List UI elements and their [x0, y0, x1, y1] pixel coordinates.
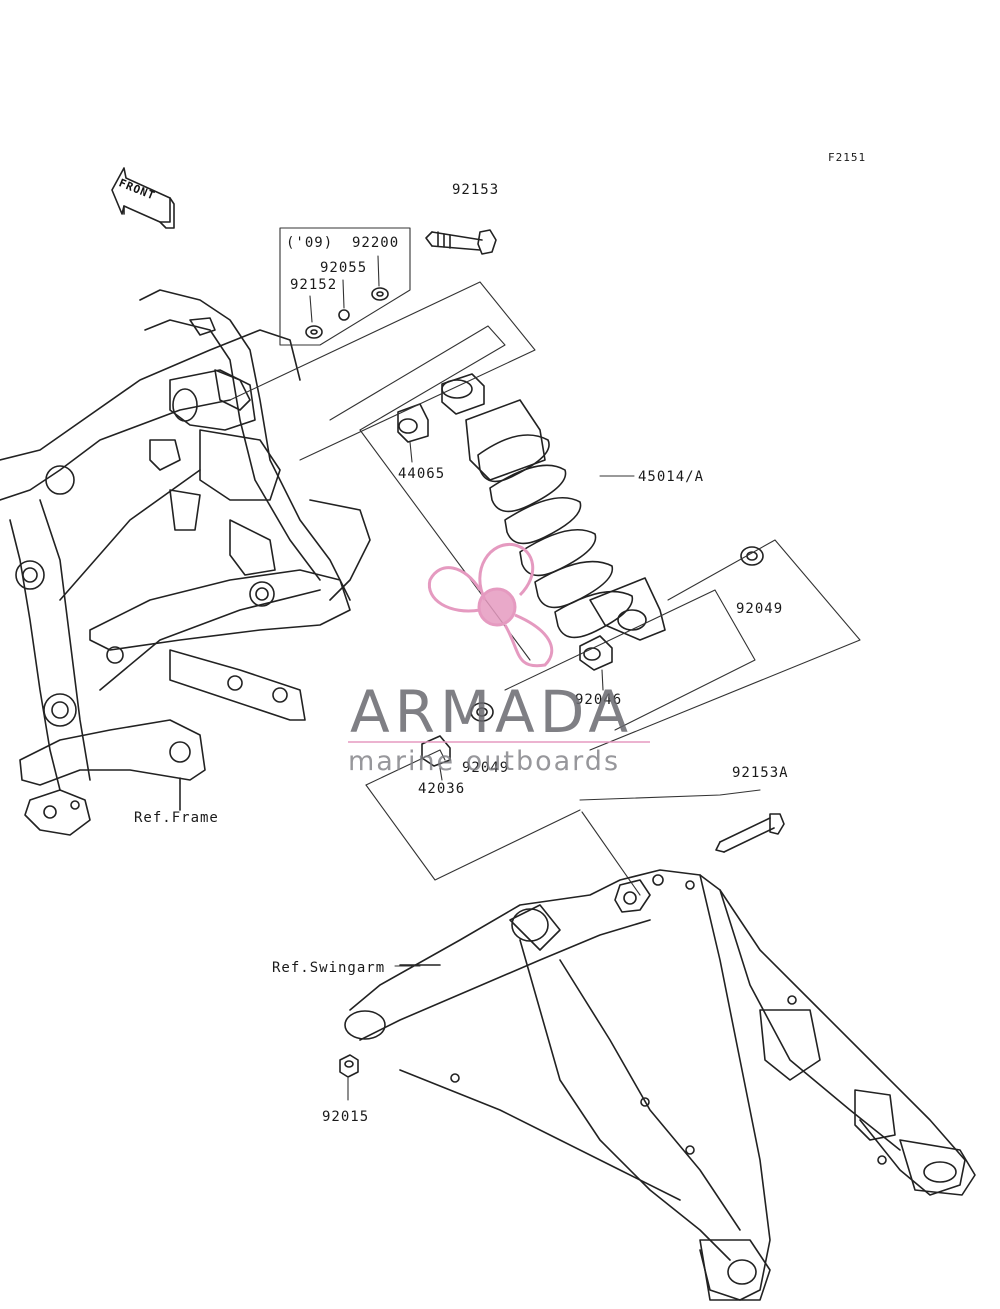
lower-bolt-drawing: [715, 813, 785, 853]
part-label-92153: 92153: [452, 182, 500, 198]
front-arrow-icon: [111, 167, 175, 229]
swingarm-drawing: [344, 869, 976, 1301]
frame-drawing: [0, 289, 371, 836]
shock-absorber-drawing: [441, 373, 666, 641]
part-label-92200: 92200: [352, 235, 400, 251]
watermark-tagline: marine outboards: [348, 746, 621, 777]
part-label-92015: 92015: [322, 1109, 370, 1125]
leader-lines: [179, 227, 861, 1101]
watermark-brand: ARMADA: [350, 678, 634, 746]
year-note-label: ('09): [286, 235, 334, 251]
part-label-45014-a: 45014/A: [638, 469, 705, 485]
upper-bolt-drawing: [425, 229, 497, 255]
part-label-92153a: 92153A: [732, 765, 789, 781]
figure-code-label: F2151: [828, 151, 867, 164]
ref-swingarm-label: Ref.Swingarm: [272, 960, 386, 976]
ref-frame-label: Ref.Frame: [134, 810, 219, 826]
part-label-42036: 42036: [418, 781, 466, 797]
part-label-92046: 92046: [575, 692, 623, 708]
part-label-92055: 92055: [320, 260, 368, 276]
part-label-92049-lower: 92049: [462, 760, 510, 776]
part-label-92152: 92152: [290, 277, 338, 293]
part-label-44065: 44065: [398, 466, 446, 482]
part-label-92049-upper: 92049: [736, 601, 784, 617]
propeller-logo-icon: [348, 543, 650, 743]
